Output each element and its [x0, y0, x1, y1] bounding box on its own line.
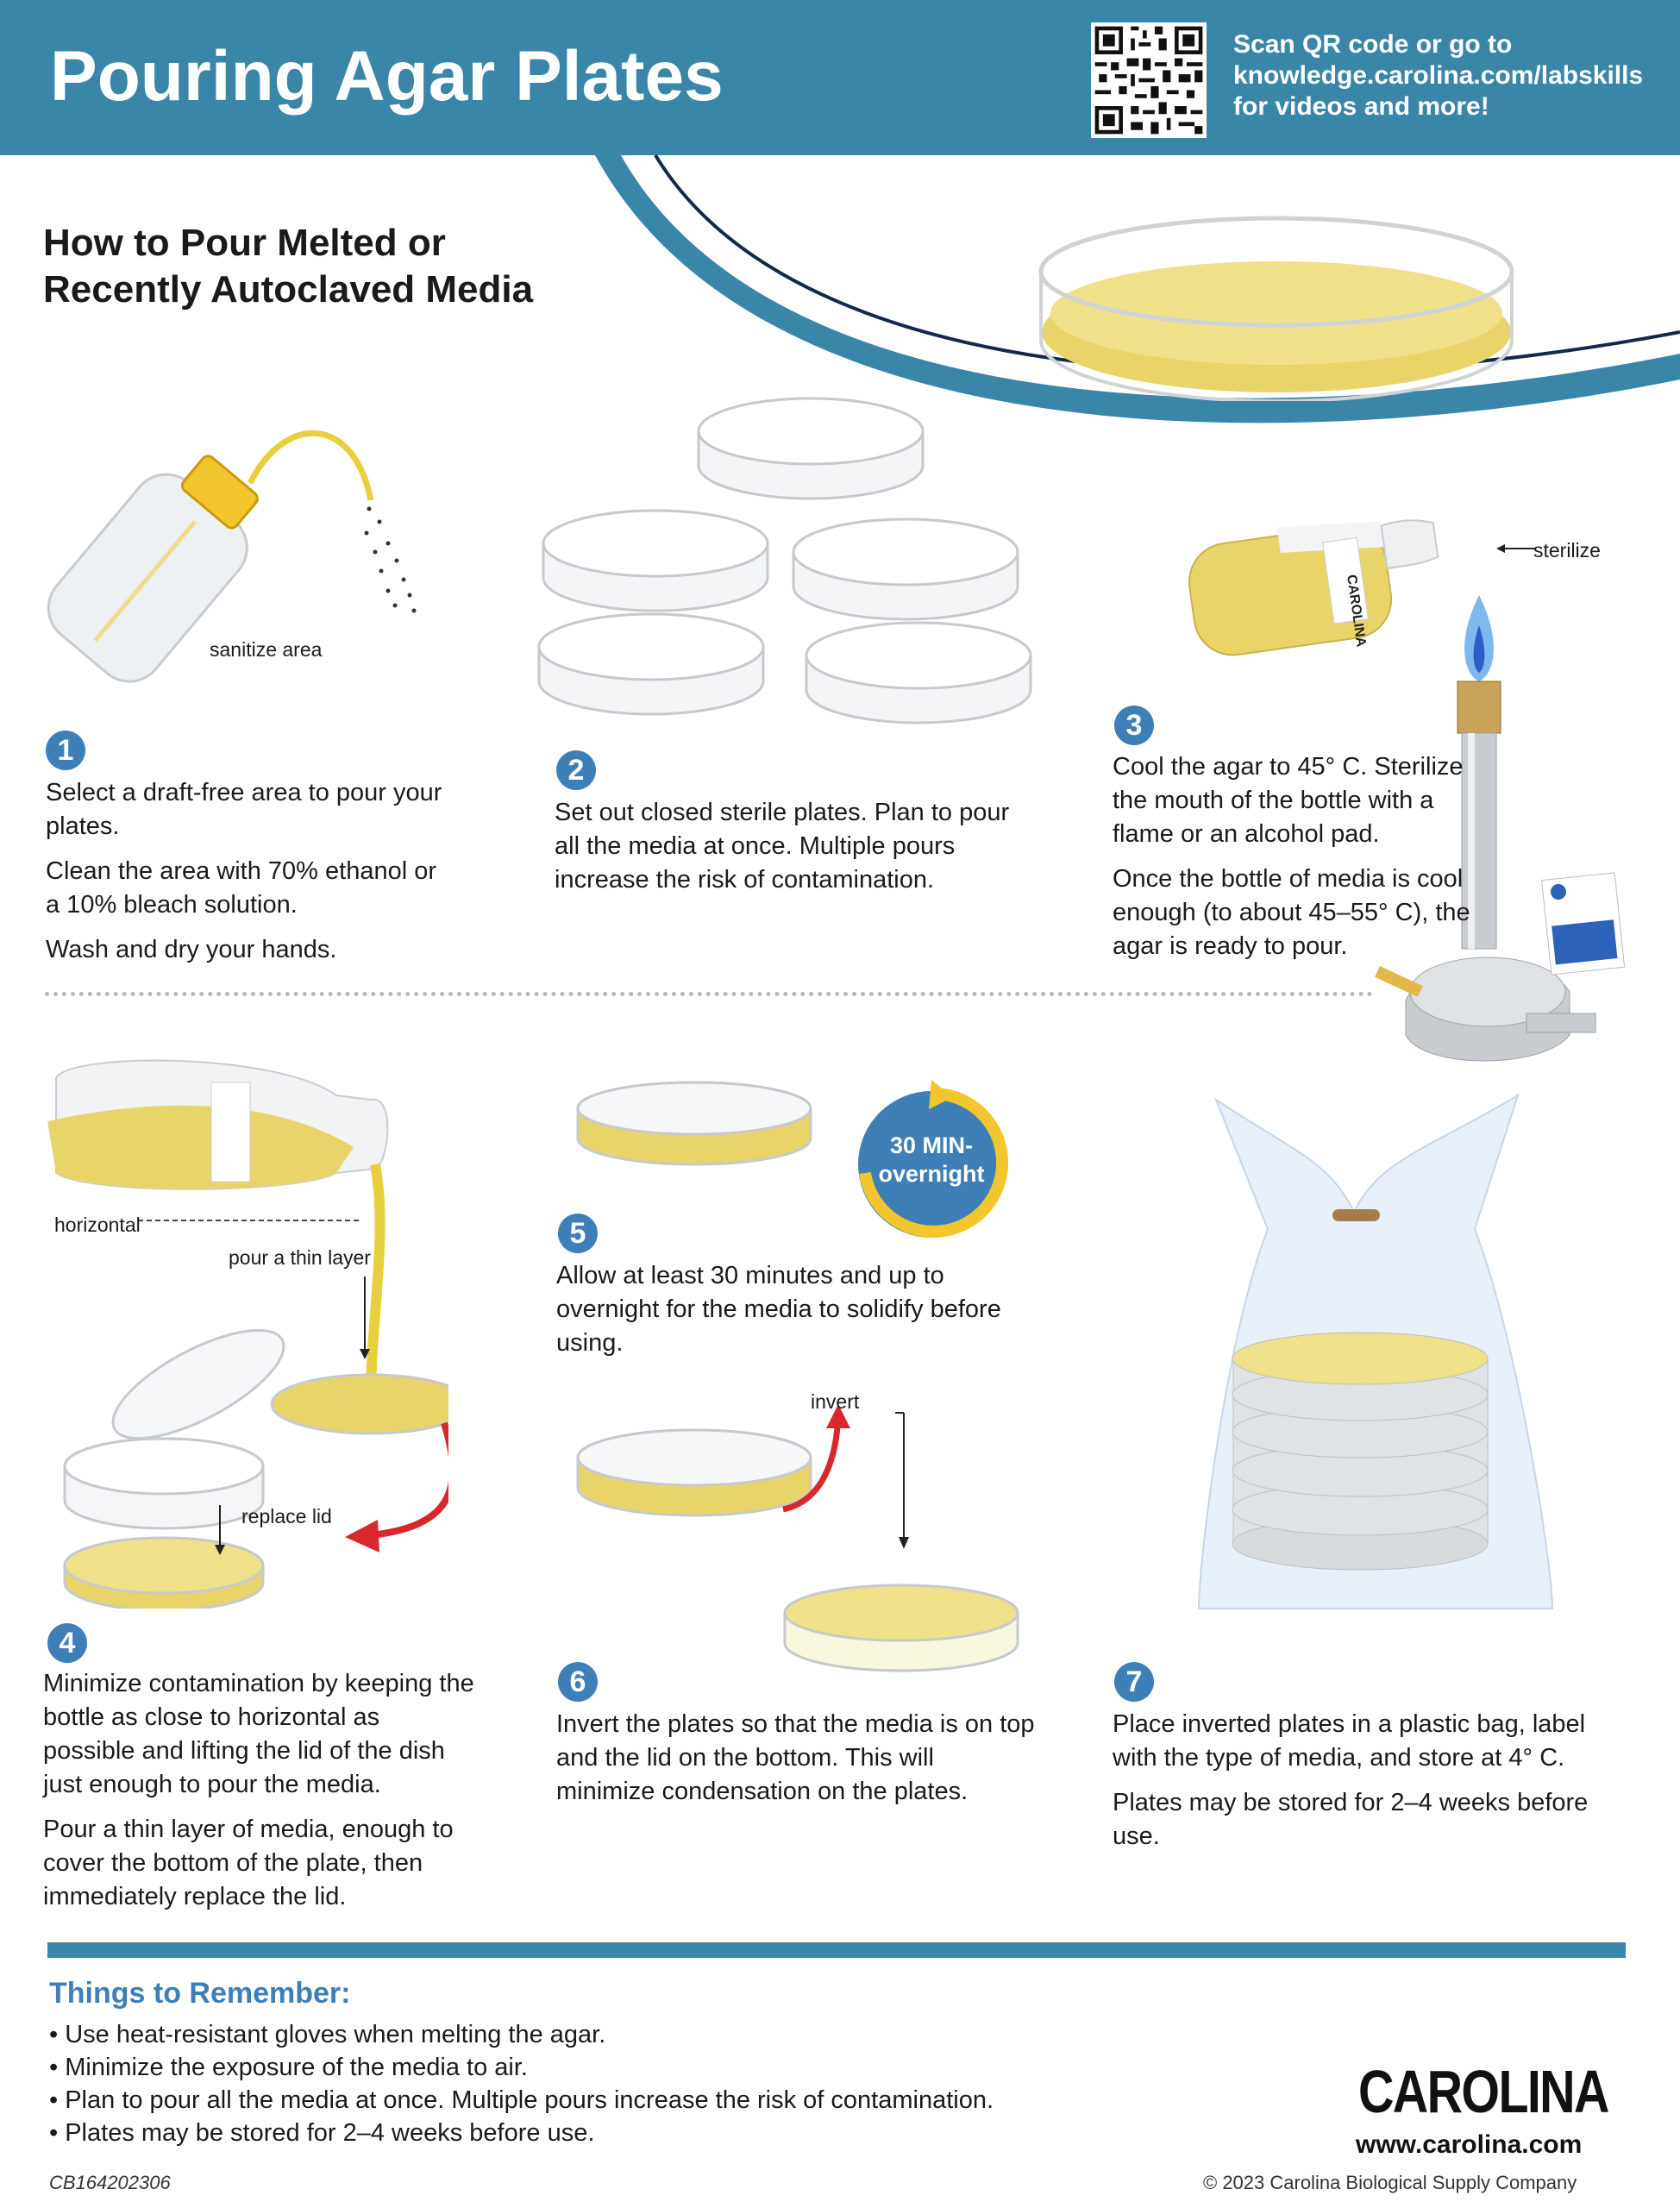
scan-link[interactable]: knowledge.carolina.com/labskills: [1233, 61, 1644, 90]
label-pour-thin-layer: pour a thin layer: [229, 1246, 371, 1269]
step-7-number: 7: [1114, 1662, 1154, 1702]
catalog-number: CB164202306: [49, 2172, 171, 2193]
label-invert: invert: [811, 1390, 860, 1413]
empty-plates-icon: [537, 397, 1032, 724]
section-heading-line-2: Recently Autoclaved Media: [43, 268, 534, 310]
qr-code-icon[interactable]: [1091, 22, 1207, 138]
label-sanitize-area: sanitize area: [210, 638, 323, 661]
step-7-paragraph: Plates may be stored for 2–4 weeks befor…: [1113, 1789, 1589, 1850]
scan-line-1: Scan QR code or go to: [1233, 30, 1513, 59]
step-3-paragraph: Cool the agar to 45° C. Sterilize the mo…: [1113, 753, 1464, 848]
step-1-paragraph: Select a draft-free area to pour your pl…: [46, 779, 442, 840]
step-7-paragraph: Place inverted plates in a plastic bag, …: [1113, 1710, 1586, 1772]
step-2-text: Set out closed sterile plates. Plan to p…: [555, 796, 1037, 908]
scan-instructions: Scan QR code or go to knowledge.carolina…: [1233, 29, 1664, 122]
replace-lid-plates-icon: [63, 1437, 265, 1609]
step-4-text: Minimize contamination by keeping the bo…: [43, 1667, 474, 1925]
step-2-paragraph: Set out closed sterile plates. Plan to p…: [555, 799, 1010, 894]
step-1-paragraph: Clean the area with 70% ethanol or a 10%…: [46, 857, 437, 919]
step-5-text: Allow at least 30 minutes and up to over…: [556, 1259, 1039, 1371]
brand-url-link[interactable]: www.carolina.com: [1356, 2130, 1583, 2159]
step-3-number: 3: [1114, 706, 1154, 745]
bunsen-burner-icon: [1375, 595, 1596, 1062]
step-6-text: Invert the plates so that the media is o…: [556, 1708, 1039, 1820]
timer-arrow-icon: [859, 1080, 1009, 1238]
step-3-text: Cool the agar to 45° C. Sterilize the mo…: [1113, 750, 1492, 975]
bagged-plates-icon: [1197, 1093, 1554, 1609]
step-3-paragraph: Once the bottle of media is cool enough …: [1113, 865, 1470, 960]
step-2-number: 2: [556, 750, 596, 790]
list-item: Plates may be stored for 2–4 weeks befor…: [49, 2117, 994, 2149]
things-to-remember-list: Use heat-resistant gloves when melting t…: [49, 2018, 994, 2149]
footer-rule: [47, 1942, 1626, 1958]
alcohol-pad-icon: [1541, 872, 1626, 975]
timer-label-line-1: 30 MIN-: [889, 1132, 974, 1158]
timer-label: 30 MIN- overnight: [858, 1132, 1005, 1189]
step-4-paragraph: Minimize contamination by keeping the bo…: [43, 1670, 474, 1798]
step-5-paragraph: Allow at least 30 minutes and up to over…: [556, 1262, 1001, 1357]
solidifying-plate-icon: [576, 1081, 812, 1166]
scan-line-3: for videos and more!: [1233, 92, 1489, 121]
things-to-remember-title: Things to Remember:: [49, 1977, 351, 2010]
step-1-number: 1: [46, 731, 85, 770]
step-7-text: Place inverted plates in a plastic bag, …: [1113, 1708, 1621, 1865]
list-item: Use heat-resistant gloves when melting t…: [49, 2018, 994, 2051]
pour-pointer-icon: [360, 1276, 370, 1359]
timer-label-line-2: overnight: [878, 1161, 985, 1187]
section-heading: How to Pour Melted or Recently Autoclave…: [43, 220, 533, 313]
label-sterilize: sterilize: [1533, 539, 1601, 561]
label-replace-lid: replace lid: [241, 1505, 332, 1527]
wash-bottle-icon: [47, 430, 417, 683]
invert-plates-icon: [576, 1406, 1019, 1672]
list-item: Minimize the exposure of the media to ai…: [49, 2051, 994, 2084]
copyright: © 2023 Carolina Biological Supply Compan…: [1203, 2172, 1577, 2193]
pouring-bottle-icon: [47, 1059, 448, 1552]
step-4-number: 4: [47, 1623, 87, 1663]
step-6-paragraph: Invert the plates so that the media is o…: [556, 1710, 1035, 1805]
step-4-paragraph: Pour a thin layer of media, enough to co…: [43, 1816, 454, 1910]
label-horizontal: horizontal: [54, 1214, 141, 1236]
section-divider: [45, 992, 1373, 996]
media-bottle-icon: CAROLINA: [1188, 519, 1439, 656]
page-title: Pouring Agar Plates: [50, 37, 724, 116]
step-1-text: Select a draft-free area to pour your pl…: [46, 776, 451, 978]
header-bar: [0, 0, 1680, 155]
step-1-paragraph: Wash and dry your hands.: [46, 936, 337, 963]
list-item: Plan to pour all the media at once. Mult…: [49, 2084, 994, 2117]
brand-logo: CAROLINA: [1358, 2058, 1609, 2125]
sterilize-pointer-icon: [1496, 544, 1535, 553]
horizontal-guide-line: [138, 1220, 362, 1221]
petri-dish-hero-icon: [1038, 216, 1514, 401]
section-heading-line-1: How to Pour Melted or: [43, 222, 446, 264]
step-6-number: 6: [558, 1662, 598, 1702]
step-5-number: 5: [558, 1214, 598, 1253]
